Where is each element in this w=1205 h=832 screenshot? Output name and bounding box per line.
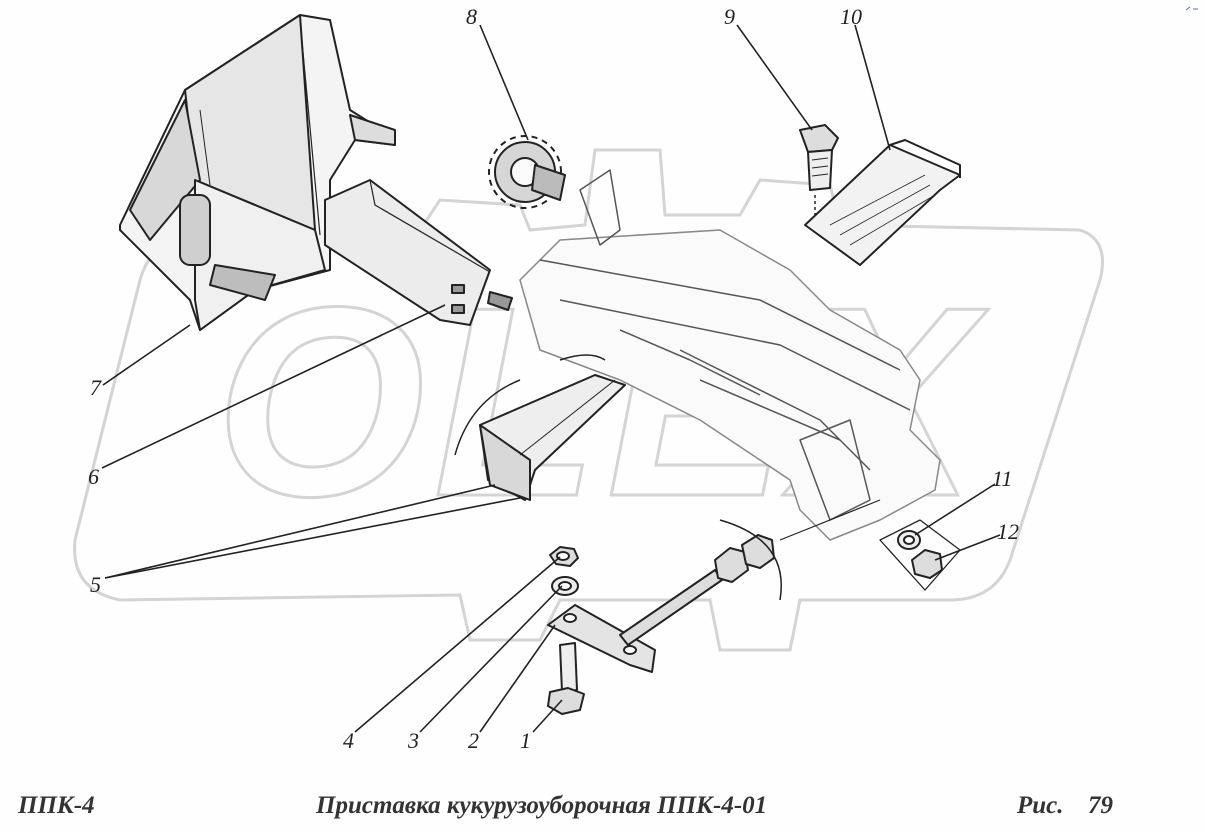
nut-part-4	[549, 546, 579, 567]
leader-5a	[104, 484, 496, 579]
callout-10: 10	[840, 4, 862, 29]
leader-12	[934, 534, 1001, 561]
callout-2: 2	[468, 728, 479, 753]
main-frame	[519, 169, 941, 541]
leader-7	[102, 324, 191, 386]
leader-4	[354, 556, 561, 733]
leader-2	[479, 624, 556, 733]
bolt-part-9	[799, 124, 839, 215]
divider-housing-part-7	[119, 14, 396, 331]
callout-12: 12	[997, 519, 1019, 544]
sprocket-part-8	[488, 135, 566, 209]
callout-1: 1	[520, 728, 531, 753]
leader-1	[532, 699, 563, 733]
threaded-rod	[619, 519, 782, 646]
plate-part-2	[547, 604, 656, 673]
leader-5b	[104, 497, 521, 579]
callout-3: 3	[408, 728, 419, 753]
leader-3	[419, 585, 563, 733]
callout-4: 4	[343, 728, 354, 753]
callout-5: 5	[90, 572, 101, 597]
callout-9: 9	[724, 4, 735, 29]
leader-10	[854, 24, 891, 151]
beam-part-6	[324, 179, 513, 326]
leader-8	[479, 24, 529, 141]
callout-8: 8	[466, 4, 477, 29]
bolt-part-1	[547, 642, 585, 715]
callout-11: 11	[992, 466, 1013, 491]
figure-title: Приставка кукурузоуборочная ППК-4-01	[316, 792, 768, 819]
leader-lines	[101, 24, 1001, 733]
corner-mark	[1185, 6, 1198, 11]
figure-prefix: Рис.	[1017, 792, 1064, 819]
leader-9	[736, 24, 813, 131]
nut-part-11	[897, 530, 921, 550]
leader-6	[101, 304, 446, 469]
cover-plate-part-10	[804, 139, 961, 266]
model-label: ППК-4	[18, 792, 95, 819]
bracket-part-5	[454, 354, 626, 501]
leader-11	[914, 483, 996, 536]
callout-6: 6	[88, 464, 99, 489]
figure-number: 79	[1088, 792, 1113, 819]
callout-7: 7	[90, 375, 101, 400]
